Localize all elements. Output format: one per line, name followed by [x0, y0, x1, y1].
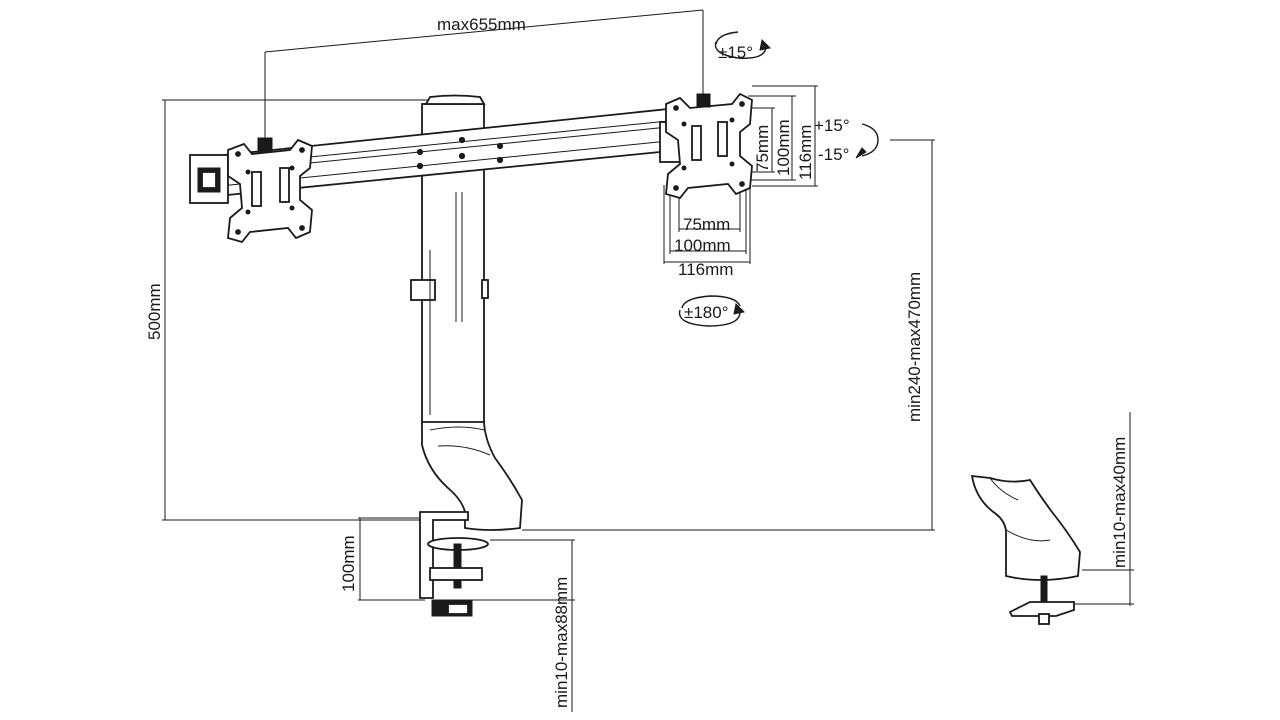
tilt-angle-label: ±15° [718, 43, 753, 62]
height-500-label: 500mm [145, 283, 164, 340]
max-width-label: max655mm [437, 15, 526, 34]
desk-clamp [419, 511, 489, 617]
rotate-angle-label: ±180° [684, 303, 729, 322]
right-vesa-plate [665, 92, 753, 200]
vesa-vertical-75-label: 75mm [753, 125, 772, 172]
swivel-up-label: +15° [814, 116, 850, 135]
grommet-range-label: min10-max40mm [1110, 437, 1129, 568]
vesa-horizontal-116-label: 116mm [678, 260, 733, 279]
vesa-vertical-116-label: 116mm [796, 125, 815, 180]
base-arm [421, 421, 523, 531]
clamp-range-label: min10-max88mm [552, 577, 571, 708]
pole-range-label: min240-max470mm [905, 272, 924, 422]
vesa-horizontal-75-label: 75mm [683, 215, 730, 234]
rotate-180-arrow [678, 295, 746, 327]
vesa-vertical-100-label: 100mm [774, 119, 793, 176]
swivel-down-label: -15° [818, 145, 849, 164]
dimension-lines [162, 9, 1134, 712]
vesa-horizontal-100-label: 100mm [674, 236, 731, 255]
clamp-depth-label: 100mm [339, 535, 358, 592]
swivel-rotation-arrow [855, 123, 879, 159]
left-vesa-plate [227, 137, 313, 244]
grommet-mount-detail [970, 474, 1081, 625]
tilt-rotation-arrow [714, 31, 772, 59]
